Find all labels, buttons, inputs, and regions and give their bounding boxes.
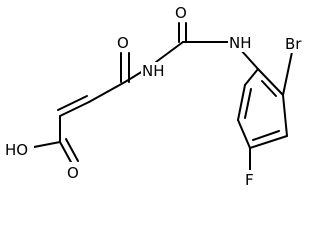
ring-inner-bond-1	[261, 80, 277, 97]
urea-carbonyl-oxygen-label: O	[175, 4, 187, 22]
bonds	[33, 22, 293, 173]
amide-nh-c-bond	[124, 70, 144, 83]
ring-bond-3	[249, 135, 288, 149]
acid-c-oh-bond	[33, 141, 61, 148]
ring-inner-bond-3	[244, 88, 252, 119]
ring-bond-2	[282, 94, 288, 137]
aryl-nh-label: NH	[229, 34, 252, 52]
ring-bond-6	[244, 68, 259, 86]
nh-aryl-bond	[239, 48, 259, 70]
amide-nh-label: NH	[142, 62, 165, 80]
bromo-label: Br	[285, 35, 302, 53]
urea-c-amide-nh-bond	[155, 41, 184, 63]
acid-carbonyl-oxygen-label: O	[67, 164, 79, 182]
acid-carbonyl-bond-2	[65, 138, 79, 162]
ring-bond-5	[237, 84, 246, 121]
vinyl-double-bond	[59, 101, 90, 117]
vinyl-double-bond-2	[57, 95, 88, 111]
ring-br-bond	[282, 51, 293, 96]
ring-bond-1	[257, 68, 284, 96]
amide-c-vinyl-bond	[88, 81, 126, 103]
chemical-structure: O NH NH O Br F HO O	[4, 2, 308, 189]
amide-carbonyl-oxygen-label: O	[117, 34, 129, 52]
ring-bond-4	[237, 119, 251, 149]
ring-inner-bond-2	[252, 130, 280, 141]
fluoro-label: F	[245, 171, 254, 189]
hydroxyl-label: HO	[5, 141, 28, 159]
atom-labels: O NH NH O Br F HO O	[4, 2, 308, 189]
acid-carbonyl-bond	[59, 141, 73, 165]
